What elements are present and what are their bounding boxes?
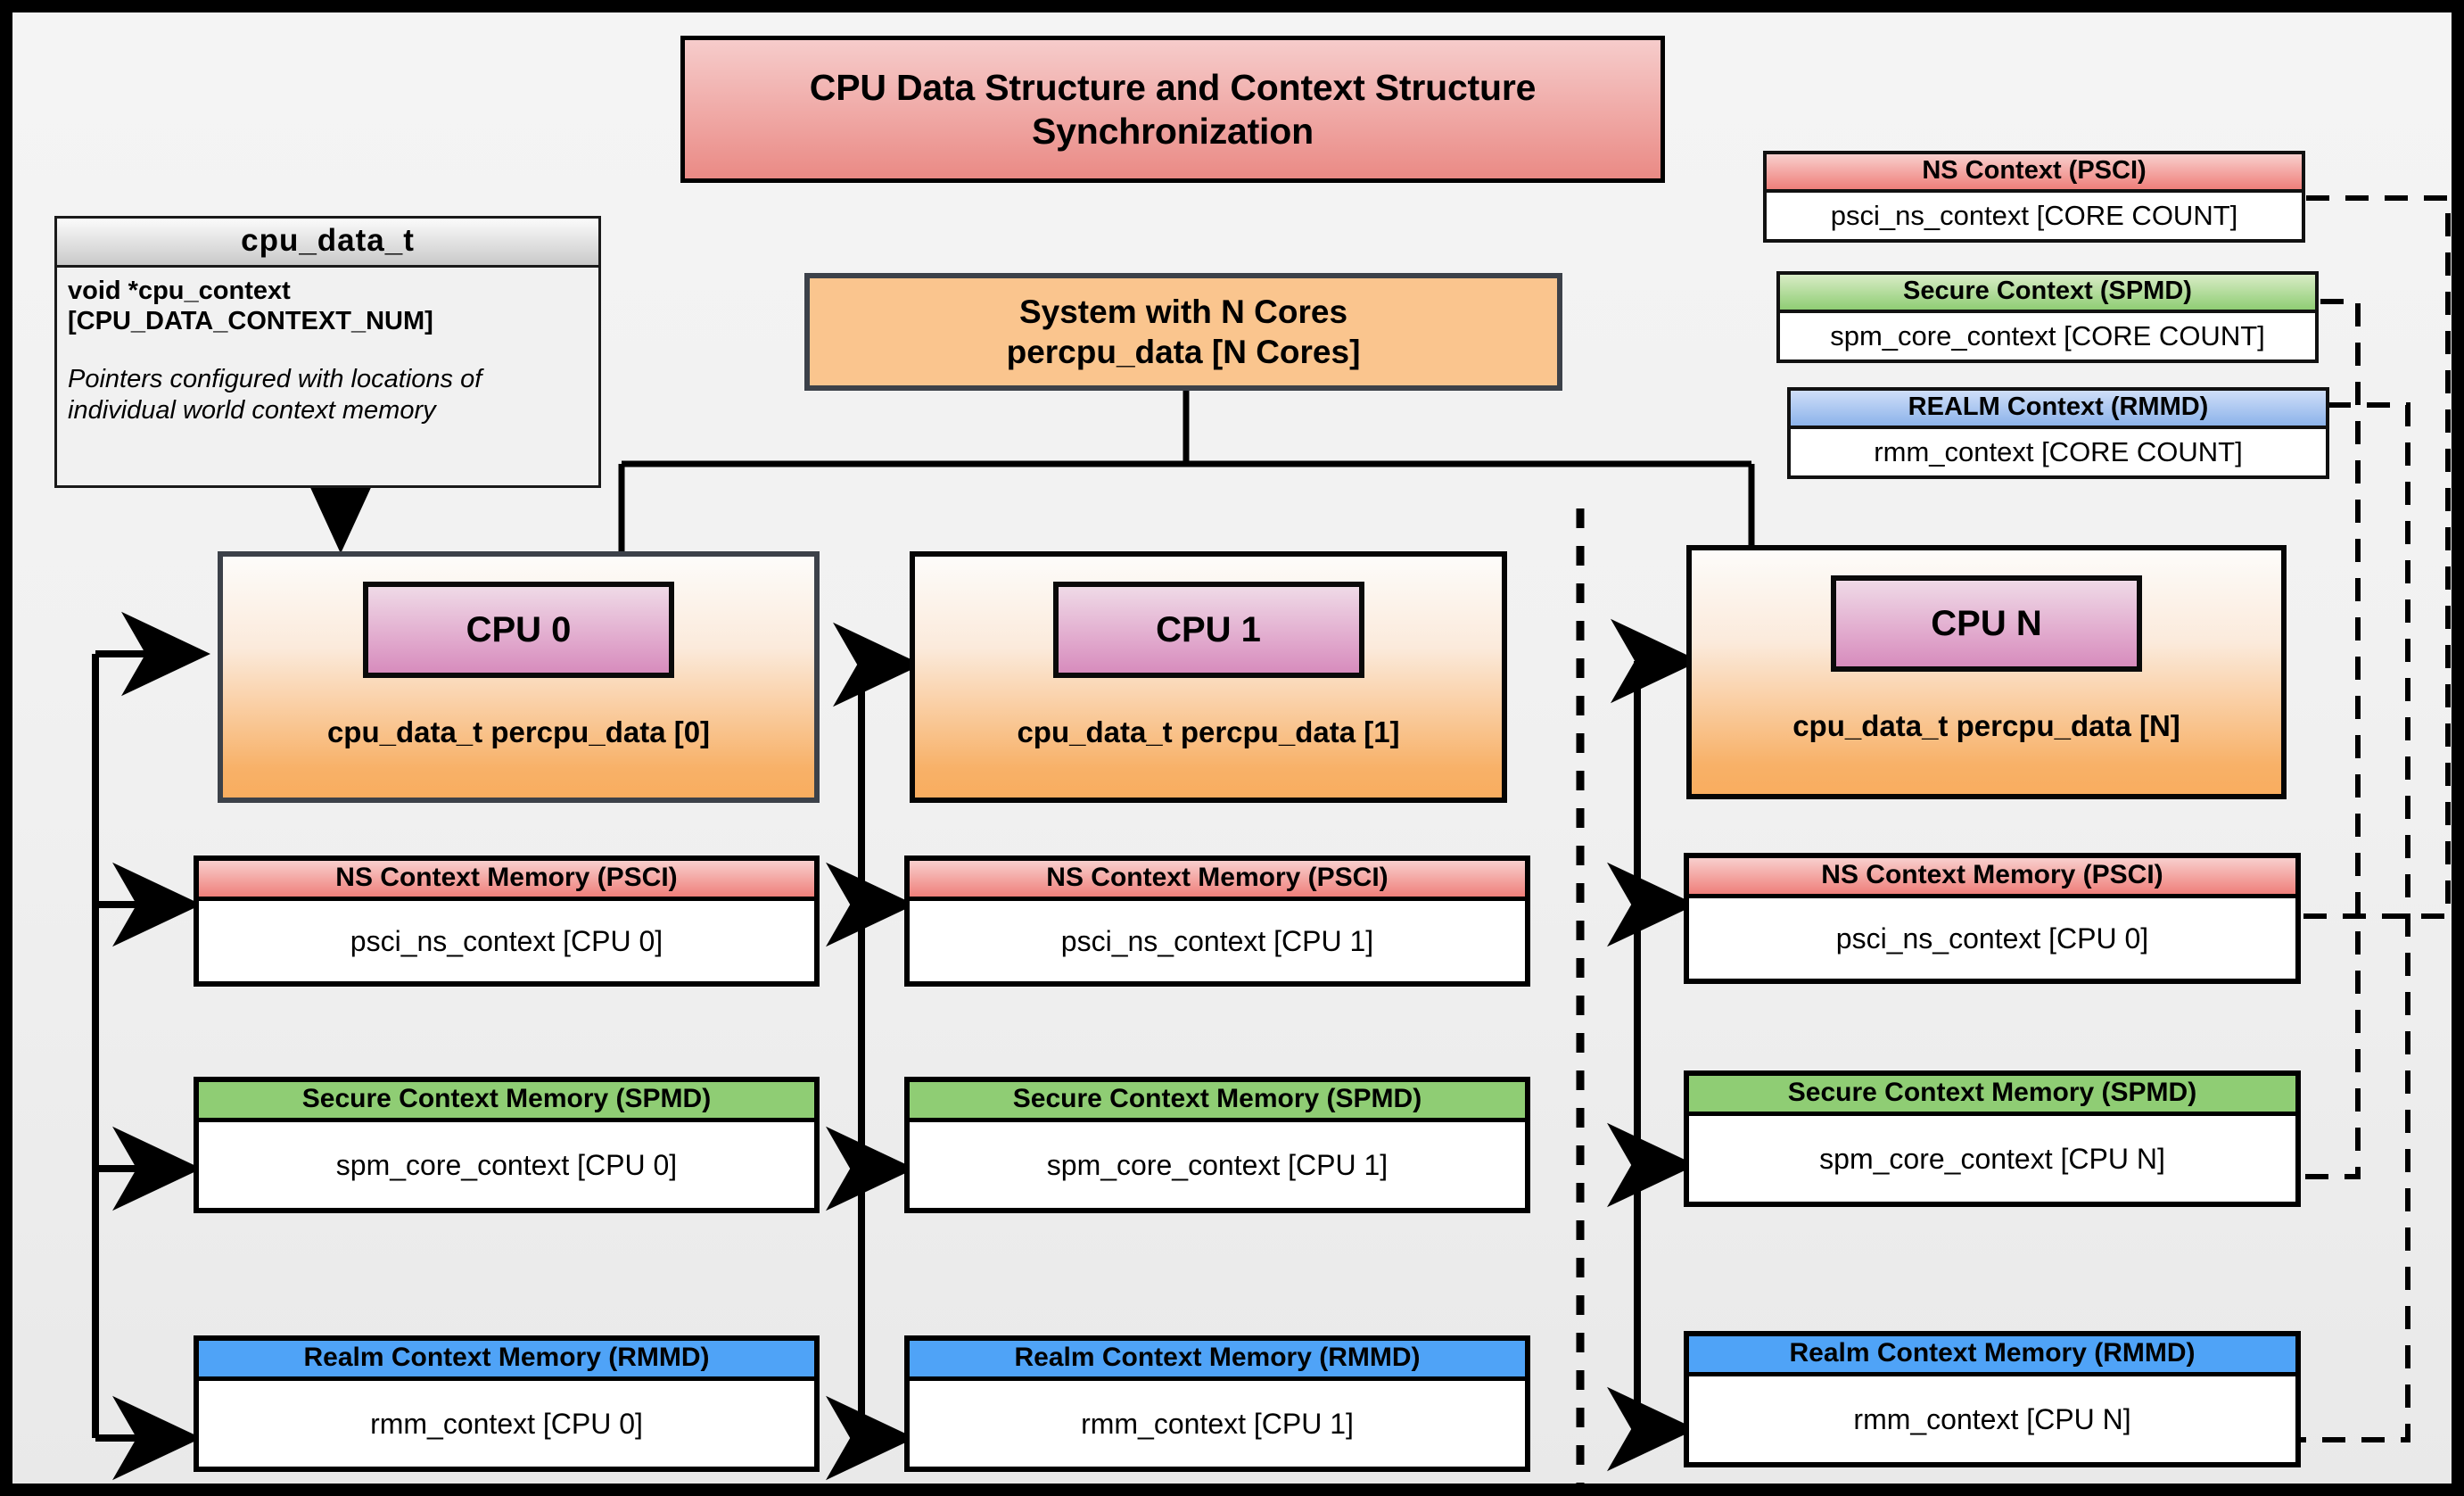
system-line-1: System with N Cores — [1018, 293, 1348, 330]
system-overview-box: System with N Cores percpu_data [N Cores… — [804, 273, 1562, 391]
legend-ns-context-body: psci_ns_context [CORE COUNT] — [1830, 200, 2238, 231]
cpu-1-secure-context-header: Secure Context Memory (SPMD) — [910, 1082, 1525, 1122]
cpu-n-ns-context-memory: NS Context Memory (PSCI) psci_ns_context… — [1684, 853, 2301, 984]
legend-secure-context: Secure Context (SPMD) spm_core_context [… — [1776, 271, 2319, 363]
cpu-0-chip: CPU 0 — [363, 582, 674, 678]
legend-secure-context-header: Secure Context (SPMD) — [1780, 275, 2315, 313]
legend-realm-context-body: rmm_context [CORE COUNT] — [1874, 436, 2243, 467]
page-title: CPU Data Structure and Context Structure… — [680, 36, 1665, 183]
cpu-0-realm-context-header: Realm Context Memory (RMMD) — [199, 1341, 814, 1381]
cpu-n-realm-context-body: rmm_context [CPU N] — [1853, 1402, 2131, 1435]
cpu-data-t-field: void *cpu_context [CPU_DATA_CONTEXT_NUM] — [68, 277, 433, 335]
cpu-data-t-note: Pointers configured with locations of in… — [68, 364, 482, 426]
cpu-n-secure-context-header: Secure Context Memory (SPMD) — [1689, 1076, 2295, 1116]
legend-ns-context: NS Context (PSCI) psci_ns_context [CORE … — [1763, 151, 2305, 243]
cpu-0-package: CPU 0 cpu_data_t percpu_data [0] — [218, 551, 820, 803]
cpu-n-secure-context-memory: Secure Context Memory (SPMD) spm_core_co… — [1684, 1070, 2301, 1207]
cpu-0-ns-context-body: psci_ns_context [CPU 0] — [350, 924, 663, 957]
cpu-1-realm-context-body: rmm_context [CPU 1] — [1081, 1407, 1354, 1440]
cpu-data-t-struct: cpu_data_t void *cpu_context [CPU_DATA_C… — [54, 216, 601, 488]
cpu-n-realm-context-memory: Realm Context Memory (RMMD) rmm_context … — [1684, 1331, 2301, 1467]
legend-ns-context-header: NS Context (PSCI) — [1767, 154, 2302, 193]
cpu-1-realm-context-memory: Realm Context Memory (RMMD) rmm_context … — [904, 1335, 1530, 1472]
legend-secure-context-body: spm_core_context [CORE COUNT] — [1830, 320, 2265, 351]
cpu-0-secure-context-memory: Secure Context Memory (SPMD) spm_core_co… — [194, 1077, 820, 1213]
cpu-n-array-label: cpu_data_t percpu_data [N] — [1792, 709, 2180, 742]
cpu-0-ns-context-memory: NS Context Memory (PSCI) psci_ns_context… — [194, 855, 820, 987]
cpu-0-secure-context-header: Secure Context Memory (SPMD) — [199, 1082, 814, 1122]
cpu-1-chip: CPU 1 — [1052, 582, 1364, 678]
cpu-1-ns-context-body: psci_ns_context [CPU 1] — [1060, 924, 1374, 957]
cpu-n-ns-context-body: psci_ns_context [CPU 0] — [1835, 922, 2149, 955]
cpu-n-ns-context-header: NS Context Memory (PSCI) — [1689, 858, 2295, 898]
cpu-0-secure-context-body: spm_core_context [CPU 0] — [335, 1148, 678, 1181]
cpu-0-ns-context-header: NS Context Memory (PSCI) — [199, 861, 814, 901]
cpu-1-secure-context-body: spm_core_context [CPU 1] — [1046, 1148, 1389, 1181]
cpu-data-t-header: cpu_data_t — [57, 219, 598, 268]
cpu-1-ns-context-memory: NS Context Memory (PSCI) psci_ns_context… — [904, 855, 1530, 987]
cpu-n-package: CPU N cpu_data_t percpu_data [N] — [1686, 545, 2287, 799]
legend-realm-context-header: REALM Context (RMMD) — [1791, 391, 2326, 429]
cpu-1-package: CPU 1 cpu_data_t percpu_data [1] — [910, 551, 1507, 803]
cpu-1-realm-context-header: Realm Context Memory (RMMD) — [910, 1341, 1525, 1381]
cpu-data-t-body: void *cpu_context [CPU_DATA_CONTEXT_NUM]… — [57, 268, 598, 438]
legend-realm-context: REALM Context (RMMD) rmm_context [CORE C… — [1787, 387, 2329, 479]
cpu-0-realm-context-memory: Realm Context Memory (RMMD) rmm_context … — [194, 1335, 820, 1472]
cpu-1-ns-context-header: NS Context Memory (PSCI) — [910, 861, 1525, 901]
cpu-n-secure-context-body: spm_core_context [CPU N] — [1819, 1142, 2165, 1175]
cpu-1-array-label: cpu_data_t percpu_data [1] — [1017, 715, 1400, 748]
cpu-n-realm-context-header: Realm Context Memory (RMMD) — [1689, 1336, 2295, 1376]
cpu-0-array-label: cpu_data_t percpu_data [0] — [326, 715, 711, 748]
cpu-1-secure-context-memory: Secure Context Memory (SPMD) spm_core_co… — [904, 1077, 1530, 1213]
system-line-2: percpu_data [N Cores] — [1006, 334, 1361, 370]
cpu-0-realm-context-body: rmm_context [CPU 0] — [370, 1407, 643, 1440]
cpu-n-chip: CPU N — [1831, 575, 2142, 672]
